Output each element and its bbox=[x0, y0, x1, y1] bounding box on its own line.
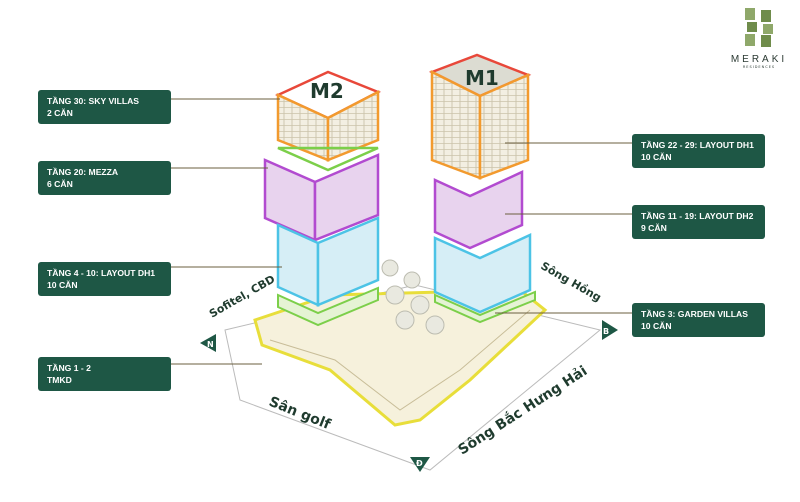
label-count: TMKD bbox=[47, 375, 72, 385]
trees bbox=[381, 259, 445, 335]
meraki-logo: MERAKI RESIDENCES bbox=[728, 6, 790, 69]
label-count: 10 CĂN bbox=[641, 152, 672, 162]
label-mezza: TẦNG 20: MEZZA 6 CĂN bbox=[38, 161, 171, 195]
label-title: TẦNG 11 - 19: LAYOUT DH2 bbox=[641, 211, 754, 221]
label-layout-dh2: TẦNG 11 - 19: LAYOUT DH2 9 CĂN bbox=[632, 205, 765, 239]
tower-m2: M2 bbox=[263, 70, 381, 327]
tower-label-m1: M1 bbox=[465, 66, 499, 90]
logo-mark-icon bbox=[745, 8, 773, 47]
leader-lines bbox=[171, 98, 632, 365]
tower-m1: M1 bbox=[428, 53, 536, 324]
label-title: TẦNG 20: MEZZA bbox=[47, 167, 119, 177]
label-count: 6 CĂN bbox=[47, 179, 73, 189]
logo-subtitle: RESIDENCES bbox=[742, 65, 776, 69]
svg-text:N: N bbox=[207, 340, 214, 349]
label-layout-dh1-high: TẦNG 22 - 29: LAYOUT DH1 10 CĂN bbox=[632, 134, 765, 168]
tower-label-m2: M2 bbox=[310, 79, 344, 103]
logo-name: MERAKI bbox=[730, 54, 788, 65]
svg-text:B: B bbox=[603, 327, 609, 336]
label-title: TẦNG 1 - 2 bbox=[47, 363, 91, 373]
compass-east-icon: B bbox=[602, 320, 618, 340]
label-layout-dh1-low: TẦNG 4 - 10: LAYOUT DH1 10 CĂN bbox=[38, 262, 171, 296]
label-count: 10 CĂN bbox=[641, 321, 672, 331]
label-sky-villas: TẦNG 30: SKY VILLAS 2 CĂN bbox=[38, 90, 171, 124]
label-garden-villas: TẦNG 3: GARDEN VILLAS 10 CĂN bbox=[632, 303, 765, 337]
compass-south-icon: Đ bbox=[410, 457, 430, 472]
compass-north-icon: N bbox=[200, 334, 216, 352]
label-title: TẦNG 30: SKY VILLAS bbox=[47, 96, 140, 106]
label-tmkd: TẦNG 1 - 2 TMKD bbox=[38, 357, 171, 391]
podium bbox=[253, 288, 548, 427]
label-count: 10 CĂN bbox=[47, 280, 78, 290]
svg-text:Đ: Đ bbox=[416, 459, 423, 468]
label-title: TẦNG 22 - 29: LAYOUT DH1 bbox=[641, 140, 754, 150]
label-title: TẦNG 3: GARDEN VILLAS bbox=[641, 309, 748, 319]
label-count: 2 CĂN bbox=[47, 108, 73, 118]
label-count: 9 CĂN bbox=[641, 223, 667, 233]
label-song-hong: Sông Hồng bbox=[539, 259, 604, 304]
label-title: TẦNG 4 - 10: LAYOUT DH1 bbox=[47, 268, 156, 278]
label-sofitel-cbd: Sofitel, CBD bbox=[207, 272, 277, 320]
